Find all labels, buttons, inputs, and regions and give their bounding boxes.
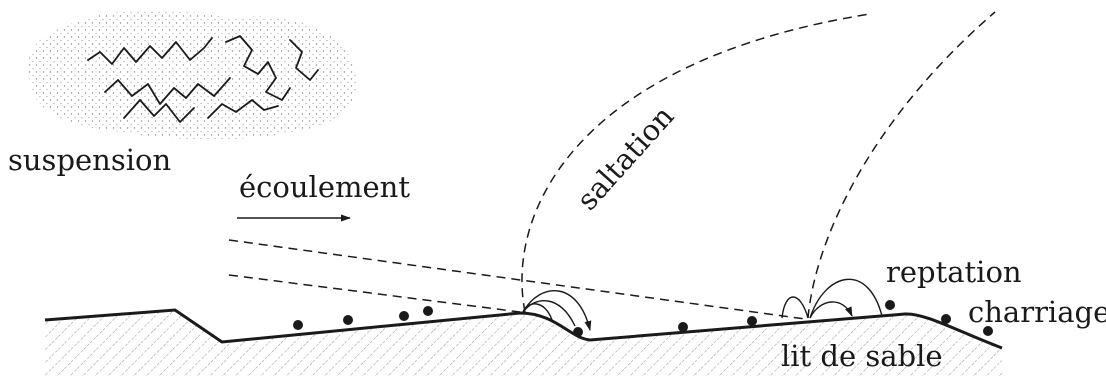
incoming-trajectories	[229, 240, 805, 319]
hop-arc	[782, 297, 808, 318]
label-reptation: reptation	[886, 255, 1022, 289]
suspension-cloud	[28, 10, 357, 140]
label-saltation: saltation	[570, 99, 681, 216]
label-bedload: charriage	[968, 295, 1106, 329]
grain	[678, 322, 688, 332]
grain	[941, 314, 951, 324]
grain	[885, 300, 895, 310]
grain	[573, 327, 583, 337]
incoming-trajectory-lower	[229, 275, 520, 312]
incoming-trajectory-upper	[229, 240, 805, 319]
label-flow: écoulement	[239, 170, 410, 204]
grain	[343, 315, 353, 325]
label-sand-bed: lit de sable	[781, 339, 943, 373]
grain	[293, 320, 303, 330]
hop-arc	[810, 279, 882, 318]
grain	[399, 311, 409, 321]
label-suspension: suspension	[8, 143, 171, 177]
grain	[747, 316, 757, 326]
grain	[423, 306, 433, 316]
